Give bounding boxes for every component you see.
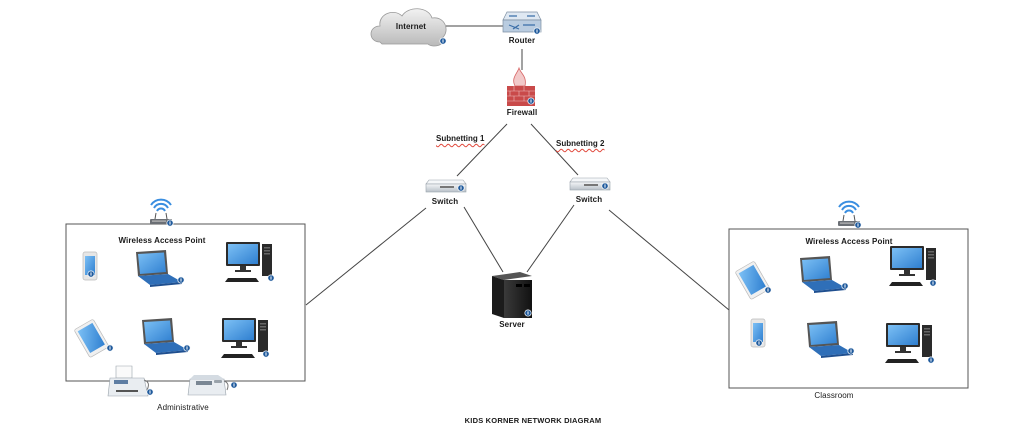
laptop-icon[interactable] xyxy=(800,256,849,293)
subnet-1-label: Subnetting 1 xyxy=(436,134,485,143)
desktop-icon[interactable] xyxy=(885,323,935,364)
subnet-2-label: Subnetting 2 xyxy=(556,139,605,148)
server-icon[interactable] xyxy=(492,272,532,318)
switch-icon[interactable] xyxy=(425,179,467,193)
connections xyxy=(305,25,730,311)
cloud-icon[interactable] xyxy=(370,8,447,47)
router-label: Router xyxy=(508,36,536,45)
laptop-icon[interactable] xyxy=(807,321,855,358)
switch-1-label: Switch xyxy=(431,197,459,206)
link-switch2-server xyxy=(526,204,575,273)
link-switch1-administrative xyxy=(305,207,427,306)
link-firewall-switch1 xyxy=(456,123,508,177)
laptop-icon[interactable] xyxy=(142,318,191,355)
wireless-access-point-icon[interactable] xyxy=(837,200,862,229)
firewall-label: Firewall xyxy=(506,108,538,117)
desktop-icon[interactable] xyxy=(889,246,937,287)
tablet-icon[interactable] xyxy=(73,318,114,359)
link-switch2-classroom xyxy=(608,209,730,311)
server-label: Server xyxy=(499,320,525,329)
tablet-icon[interactable] xyxy=(734,260,772,301)
desktop-icon[interactable] xyxy=(221,318,270,358)
link-switch1-server xyxy=(463,206,504,273)
administrative-area-label: Administrative xyxy=(157,403,209,412)
laptop-icon[interactable] xyxy=(136,250,185,287)
firewall-icon[interactable] xyxy=(507,66,535,106)
administrative-ap-label: Wireless Access Point xyxy=(118,236,206,245)
phone-icon[interactable] xyxy=(750,318,766,348)
area-administrative xyxy=(65,198,306,397)
classroom-area-label: Classroom xyxy=(814,391,854,400)
area-classroom xyxy=(728,200,969,389)
desktop-icon[interactable] xyxy=(225,242,275,282)
printer-fax-icon[interactable] xyxy=(107,365,154,397)
router-icon[interactable] xyxy=(502,11,542,35)
internet-label: Internet xyxy=(395,22,427,31)
diagram-title: KIDS KORNER NETWORK DIAGRAM xyxy=(464,416,602,425)
phone-icon[interactable] xyxy=(82,251,98,281)
link-firewall-switch2 xyxy=(530,123,579,176)
classroom-ap-label: Wireless Access Point xyxy=(805,237,893,246)
wireless-access-point-icon[interactable] xyxy=(149,198,174,227)
switch-icon[interactable] xyxy=(569,177,611,191)
switch-2-label: Switch xyxy=(575,195,603,204)
fax-icon[interactable] xyxy=(187,374,238,396)
